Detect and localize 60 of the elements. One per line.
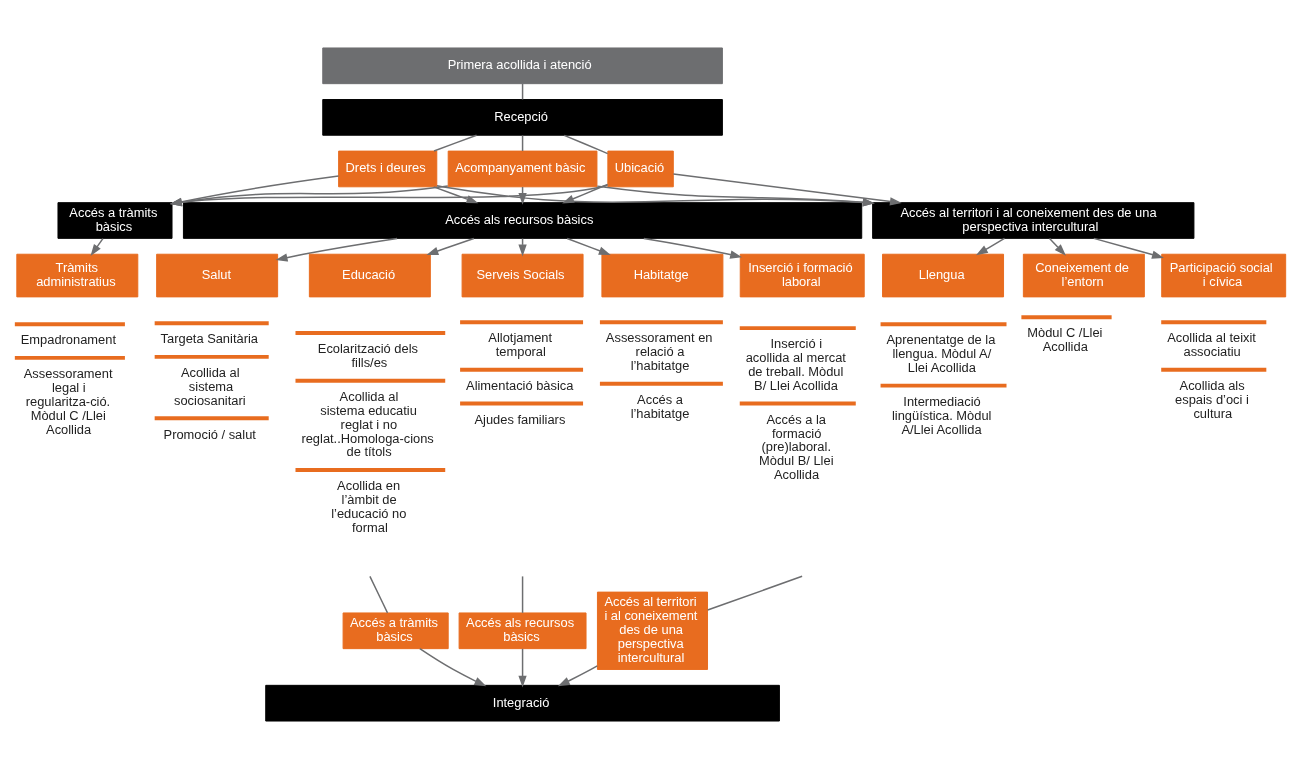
node-label: Accés a la formació (pre)laboral. Mòdul B/ Llei Acollida (759, 411, 834, 483)
node-box: Accés a tràmits bàsics (342, 612, 449, 650)
connector (369, 575, 389, 614)
node-label: Alimentació bàsica (466, 377, 574, 393)
connector (521, 575, 524, 614)
node-box: Accés a tràmits bàsics (57, 202, 173, 239)
node-box: Accés al territori i al coneixement des de una perspectiva intercultural (596, 591, 708, 670)
arrow (419, 647, 487, 687)
node-label: Ecolarització dels fills/es (317, 341, 418, 371)
arrow (426, 237, 475, 255)
node-label: Intermediació lingüística. Mòdul A/Llei Acollida (891, 393, 992, 437)
node-label: Acollida al teixit associatiu (1167, 330, 1256, 360)
node-label: Allotjament temporal (488, 330, 553, 360)
node-label: Acollida als espais d’oci i cultura (1175, 377, 1249, 421)
arrow (1048, 237, 1066, 256)
node-label: Assessorament legal i regularitza-ció. Mòdul C /Llei Acollida (23, 366, 113, 437)
node-label: Empadronament (20, 332, 116, 348)
arrow (90, 237, 104, 256)
node-box: Participació social i cívica (1161, 253, 1287, 298)
node-label: Ajudes familiars (474, 411, 566, 427)
node-box: Habitatge (601, 253, 724, 298)
node-label: Acollida en l’àmbit de l’educació no formal (331, 478, 407, 535)
node-box: Llengua (882, 253, 1005, 298)
node-label: Mòdul C /Llei Acollida (1027, 325, 1103, 355)
connector (563, 134, 609, 155)
arrow (275, 237, 398, 262)
node-box: Accés als recursos bàsics (458, 612, 587, 650)
node-label: Aprenentatge de la llengua. Mòdul A/ Llei Acollida (886, 332, 996, 376)
node-label: Inserció i acollida al mercat de treball. Mòdul B/ Llei Acollida (745, 336, 846, 393)
arrow (1093, 237, 1164, 259)
node-box: Coneixement de l’entorn (1022, 253, 1145, 298)
node-box: Acompanyament bàsic (447, 150, 598, 188)
node-label: Promoció / salut (163, 426, 256, 442)
node-box: Educació (308, 253, 431, 298)
arrow (975, 237, 1006, 256)
node-label: Acollida al sistema educatiu reglat i no reglat..Homologa-cions de títols (301, 388, 434, 460)
node-label: Accés a l’habitatge (630, 391, 690, 421)
node-box: Accés al territori i al coneixement des de una perspectiva intercultural (872, 202, 1195, 239)
node-box: Accés als recursos bàsics (182, 202, 863, 239)
arrow (557, 665, 599, 687)
node-label: Acollida al sistema sociosanitari (174, 365, 246, 408)
connector (706, 575, 803, 611)
node-box: Drets i deures (338, 150, 438, 188)
node-label: Targeta Sanitària (160, 331, 258, 347)
node-box: Tràmits administratius (16, 253, 139, 298)
arrow (643, 237, 743, 259)
node-label: Assessorament en relació a l’habitatge (605, 330, 713, 374)
arrow (518, 648, 527, 688)
node-box: Salut (156, 253, 279, 298)
node-box: Ubicació (607, 150, 674, 188)
arrow (672, 173, 902, 206)
arrow (566, 237, 611, 255)
node-box: Inserció i formació laboral (739, 253, 865, 298)
arrow (596, 185, 875, 207)
node-box: Serveis Socials (461, 253, 584, 298)
node-box: Recepció (322, 99, 723, 136)
node-box: Integració (265, 684, 780, 722)
arrow (562, 183, 609, 204)
node-box: Primera acollida i atenció (322, 47, 723, 85)
connector (433, 134, 478, 152)
